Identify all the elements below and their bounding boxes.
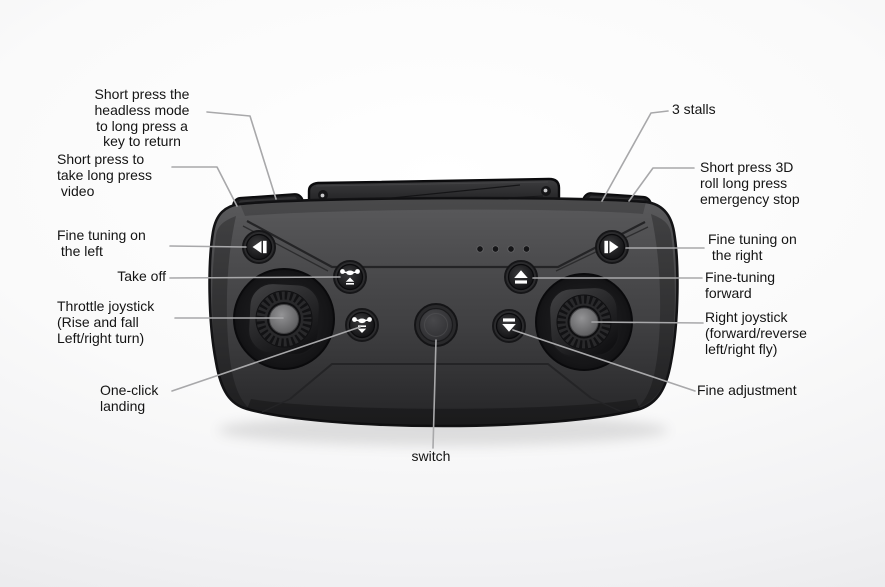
takeoff-button bbox=[333, 260, 367, 294]
callout-fine-adjustment: Fine adjustment bbox=[697, 382, 797, 398]
drone-down-icon bbox=[352, 317, 372, 333]
leader-line-one-click-landing bbox=[171, 326, 361, 392]
leader-line-three-stalls bbox=[601, 110, 669, 202]
callout-headless-mode-return: Short press the headless mode to long pr… bbox=[94, 86, 190, 150]
callout-fine-tuning-left: Fine tuning on the left bbox=[57, 227, 146, 259]
switch-dome-button bbox=[414, 303, 458, 347]
forward-trim-button bbox=[504, 260, 538, 294]
leader-line-right-joystick bbox=[591, 321, 704, 324]
up-arrow-bar-icon bbox=[514, 270, 528, 284]
left-joystick bbox=[233, 268, 335, 370]
callout-fine-tuning-forward: Fine-tuning forward bbox=[705, 269, 776, 301]
status-led bbox=[522, 245, 531, 253]
callout-throttle-joystick: Throttle joystick (Rise and fall Left/ri… bbox=[57, 298, 155, 346]
status-led-row bbox=[476, 245, 531, 253]
callout-take-off: Take off bbox=[117, 268, 166, 284]
leader-line-fine-adjustment bbox=[512, 329, 696, 392]
callout-right-joystick: Right joystick (forward/reverse left/rig… bbox=[705, 309, 807, 357]
callout-3d-roll-emergency: Short press 3D roll long press emergency… bbox=[700, 159, 800, 207]
right-triangle-bar-icon bbox=[604, 240, 619, 254]
callout-switch: switch bbox=[411, 448, 451, 464]
left-trim-button bbox=[242, 230, 276, 264]
leader-line-fine-tuning-left bbox=[169, 245, 247, 248]
callout-three-stalls: 3 stalls bbox=[672, 101, 716, 117]
left-triangle-bar-icon bbox=[252, 240, 267, 254]
leader-line-video-record bbox=[171, 166, 238, 207]
status-led bbox=[507, 245, 515, 253]
callout-video-record: Short press to take long press video bbox=[57, 151, 152, 199]
leader-line-switch bbox=[432, 339, 437, 449]
bar-down-arrow-icon bbox=[502, 318, 516, 332]
status-led bbox=[476, 245, 484, 253]
right-trim-button bbox=[595, 230, 629, 264]
leader-line-take-off bbox=[169, 276, 341, 279]
landing-button bbox=[345, 308, 379, 342]
down-trim-button bbox=[492, 309, 526, 343]
leader-line-3d-roll bbox=[628, 167, 695, 202]
callout-one-click-landing: One-click landing bbox=[100, 382, 159, 414]
callout-fine-tuning-right: Fine tuning on the right bbox=[708, 231, 797, 263]
drone-up-icon bbox=[340, 269, 360, 285]
status-led bbox=[491, 245, 500, 253]
leader-line-headless-mode bbox=[206, 111, 277, 200]
